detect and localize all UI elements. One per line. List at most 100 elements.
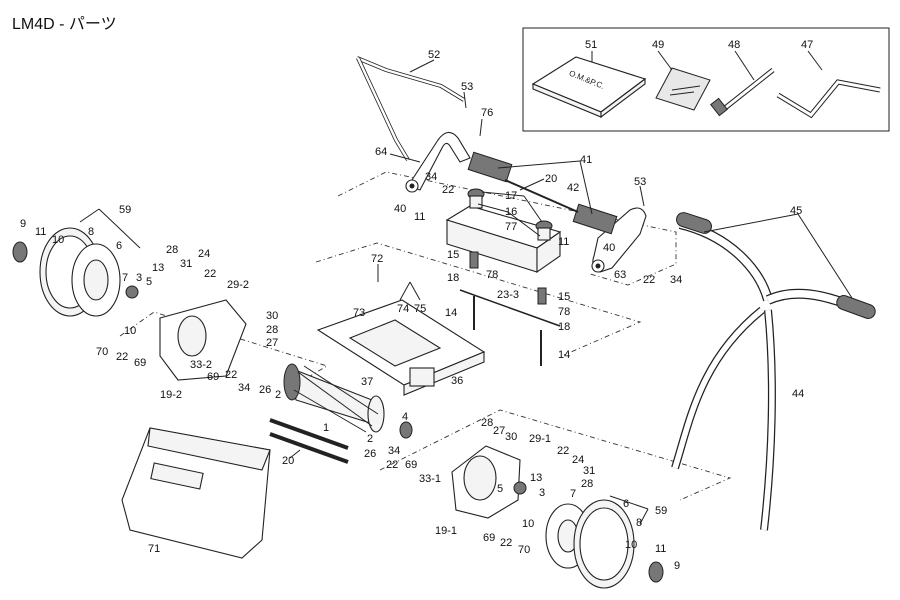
callout-22: 22 [557,445,569,457]
callout-28: 28 [166,244,178,256]
callout-28: 28 [581,478,593,490]
callout-10: 10 [124,325,136,337]
callout-76: 76 [481,107,493,119]
callout-34: 34 [238,382,250,394]
callout-18: 18 [447,272,459,284]
callout-3: 3 [539,487,545,499]
callout-22: 22 [386,459,398,471]
callout-77: 77 [505,221,517,233]
callout-15: 15 [447,249,459,261]
callout-28: 28 [481,417,493,429]
callout-19-1: 19-1 [435,525,457,537]
callout-16: 16 [505,206,517,218]
callout-27: 27 [493,425,505,437]
callout-4: 4 [402,411,408,423]
left-side-frame-part [159,299,247,381]
main-handle-part [671,212,876,531]
frame-rod-lower [269,432,349,464]
callout-13: 13 [152,262,164,274]
callout-71: 71 [148,543,160,555]
callout-36: 36 [451,375,463,387]
callout-19-2: 19-2 [160,389,182,401]
callout-24: 24 [198,248,210,260]
callout-27: 27 [266,337,278,349]
callout-30: 30 [505,431,517,443]
left-wheel-part [39,227,121,317]
callout-9: 9 [674,560,680,572]
callout-10: 10 [52,234,64,246]
callout-9: 9 [20,218,26,230]
callout-37: 37 [361,376,373,388]
callout-22: 22 [442,184,454,196]
callout-14: 14 [558,349,570,361]
bedknife-plate-part [316,299,486,396]
callout-22: 22 [225,369,237,381]
callout-74: 74 [397,303,409,315]
callout-45: 45 [790,205,802,217]
callout-7: 7 [122,272,128,284]
callout-44: 44 [792,388,804,400]
callout-70: 70 [518,544,530,556]
callout-69: 69 [134,357,146,369]
callout-41: 41 [580,154,592,166]
adjuster-cap-right [535,220,553,241]
callout-40: 40 [394,203,406,215]
callout-59: 59 [119,204,131,216]
callout-11: 11 [414,211,425,223]
callout-59: 59 [655,505,667,517]
callout-52: 52 [428,49,440,61]
callout-22: 22 [643,274,655,286]
callout-51: 51 [585,39,597,51]
callout-22: 22 [116,351,128,363]
adjuster-shaft-part [504,179,579,213]
callout-78: 78 [486,269,498,281]
right-handle-arm-part [591,207,647,273]
callout-53: 53 [634,176,646,188]
callout-8: 8 [636,517,642,529]
leader-lines [79,50,853,525]
callout-13: 13 [530,472,542,484]
accessory-box [522,27,890,132]
left-wheel-cap-part [12,241,28,263]
callout-10: 10 [522,518,534,530]
callout-5: 5 [146,276,152,288]
callout-24: 24 [572,454,584,466]
cleaning-brush-part [710,68,775,117]
callout-29-2: 29-2 [227,279,249,291]
frame-rod-upper [269,418,349,450]
callout-42: 42 [567,182,579,194]
callout-29-1: 29-1 [529,433,551,445]
callout-33-1: 33-1 [419,473,441,485]
height-spring-left [469,251,479,269]
callout-11: 11 [558,236,569,248]
callout-70: 70 [96,346,108,358]
callout-17: 17 [505,190,517,202]
callout-49: 49 [652,39,664,51]
callout-34: 34 [388,445,400,457]
callout-23-3: 23-3 [497,289,519,301]
callout-2: 2 [275,389,281,401]
callout-26: 26 [259,384,271,396]
lower-frame-boundary [379,409,732,501]
callout-11: 11 [655,543,666,555]
callout-3: 3 [136,272,142,284]
callout-78: 78 [558,306,570,318]
callout-34: 34 [425,171,437,183]
plate-bracket-part [409,367,435,387]
callout-69: 69 [207,371,219,383]
callout-18: 18 [558,321,570,333]
callout-28: 28 [266,324,278,336]
callout-34: 34 [670,274,682,286]
spring-right-part [572,203,618,235]
upper-frame-boundary [337,171,677,286]
reel-cylinder-part [283,363,385,433]
callout-69: 69 [483,532,495,544]
callout-2: 2 [367,433,373,445]
adjuster-cap-left [467,188,485,209]
callout-14: 14 [445,307,457,319]
plastic-bag-part [655,67,711,111]
reel-bearing-part [399,421,413,439]
callout-47: 47 [801,39,813,51]
callout-20: 20 [545,173,557,185]
